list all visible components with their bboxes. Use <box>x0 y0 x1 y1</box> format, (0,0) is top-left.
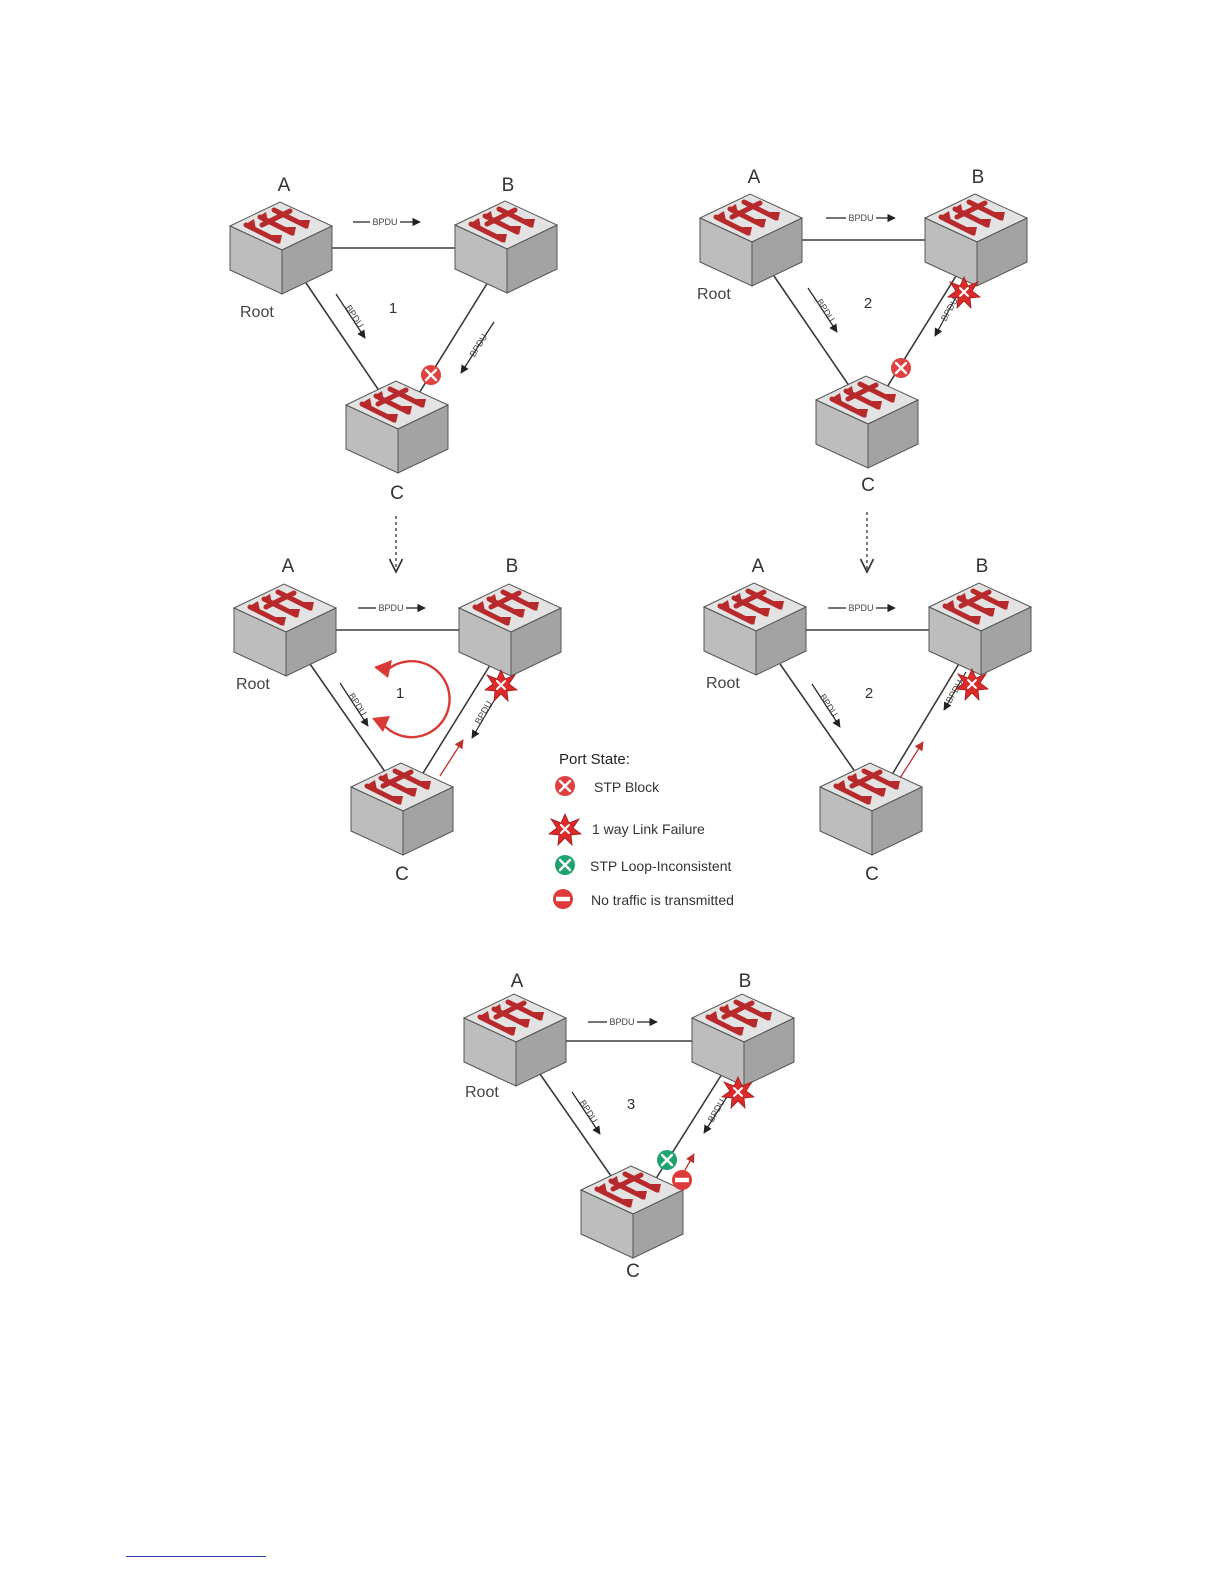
node-b-label: B <box>502 175 515 196</box>
step-number: 3 <box>627 1096 635 1113</box>
switch-b <box>459 584 561 676</box>
node-b-label: B <box>972 167 985 188</box>
bpdu-label-bc: BPDU <box>939 296 960 323</box>
switch-a <box>704 583 806 675</box>
link-failure-icon <box>549 814 581 845</box>
bpdu-label-ac: BPDU <box>347 691 369 717</box>
node-b-label: B <box>506 556 519 577</box>
switch-c <box>346 381 448 473</box>
node-a-label: A <box>511 971 524 992</box>
traffic-arrow-c-b <box>684 1154 694 1172</box>
switch-b <box>925 194 1027 286</box>
bpdu-label-ac: BPDU <box>818 692 840 718</box>
stp-block-icon <box>421 365 441 385</box>
loop-inconsistent-icon <box>555 855 575 875</box>
switch-c <box>351 763 453 855</box>
loop-inconsistent-icon <box>657 1150 677 1170</box>
link-a-c <box>774 276 852 390</box>
link-a-c <box>540 1074 618 1186</box>
switch-a <box>234 584 336 676</box>
switch-b <box>692 994 794 1086</box>
stp-block-icon <box>891 358 911 378</box>
node-c-label: C <box>626 1261 640 1282</box>
loop-arrow <box>382 661 450 737</box>
legend-item-label: STP Loop-Inconsistent <box>590 858 731 874</box>
node-a-label: A <box>278 175 291 196</box>
step-number: 2 <box>865 685 873 702</box>
diagram-4: A B C Root 2 BPDU BPDU BPDU <box>704 556 1031 885</box>
bpdu-label-ac: BPDU <box>815 297 837 323</box>
loop-arrow-head <box>374 660 392 678</box>
step-number: 2 <box>864 295 872 312</box>
switch-a <box>230 202 332 294</box>
root-label: Root <box>240 304 274 321</box>
diagram-3: A B C Root 1 BPDU BPDU BPDU <box>234 556 561 885</box>
node-a-label: A <box>282 556 295 577</box>
node-c-label: C <box>395 864 409 885</box>
diagram-1: A B C Root 1 BPDU BPDU BPDU <box>230 175 557 504</box>
node-a-label: A <box>748 167 761 188</box>
switch-c <box>816 376 918 468</box>
bpdu-label-bc: BPDU <box>468 332 490 359</box>
node-c-label: C <box>865 864 879 885</box>
port-state-legend: Port State: STP Block 1 way Link Failure… <box>549 751 734 909</box>
node-c-label: C <box>861 475 875 496</box>
root-label: Root <box>236 676 270 693</box>
stp-block-icon <box>555 776 575 796</box>
bpdu-label-ab: BPDU <box>372 217 397 227</box>
bpdu-label-ab: BPDU <box>848 603 873 613</box>
bpdu-label-ac: BPDU <box>578 1098 600 1124</box>
bpdu-label-ab: BPDU <box>609 1017 634 1027</box>
bpdu-label-bc: BPDU <box>706 1097 727 1124</box>
node-b-label: B <box>739 971 752 992</box>
diagram-2: A B C Root 2 BPDU BPDU BPDU <box>697 167 1027 496</box>
root-label: Root <box>465 1084 499 1101</box>
footnote-separator <box>126 1556 266 1557</box>
bpdu-label-ab: BPDU <box>378 603 403 613</box>
switch-b <box>929 583 1031 675</box>
bpdu-label-ac: BPDU <box>344 303 366 329</box>
traffic-arrow-c-b <box>440 740 463 776</box>
root-label: Root <box>697 286 731 303</box>
link-b-c <box>890 662 960 778</box>
node-c-label: C <box>390 483 404 504</box>
root-label: Root <box>706 675 740 692</box>
step-number: 1 <box>389 300 397 317</box>
diagram-5: A B C Root 3 BPDU BPDU BPDU <box>464 971 794 1282</box>
link-a-c <box>780 664 858 776</box>
step-number: 1 <box>396 685 404 702</box>
traffic-arrow-c-b <box>900 742 923 778</box>
link-a-c <box>306 283 384 398</box>
switch-c <box>581 1166 683 1258</box>
switch-a <box>464 994 566 1086</box>
legend-item-label: No traffic is transmitted <box>591 892 734 908</box>
switch-a <box>700 194 802 286</box>
switch-b <box>455 201 557 293</box>
node-a-label: A <box>752 556 765 577</box>
legend-title: Port State: <box>559 751 630 768</box>
bpdu-label-bc: BPDU <box>473 699 494 726</box>
no-traffic-icon <box>553 889 573 909</box>
no-traffic-icon <box>672 1170 692 1190</box>
node-b-label: B <box>976 556 989 577</box>
bpdu-label-ab: BPDU <box>848 213 873 223</box>
legend-item-label: 1 way Link Failure <box>592 821 705 837</box>
legend-item-label: STP Block <box>594 779 660 795</box>
switch-c <box>820 763 922 855</box>
